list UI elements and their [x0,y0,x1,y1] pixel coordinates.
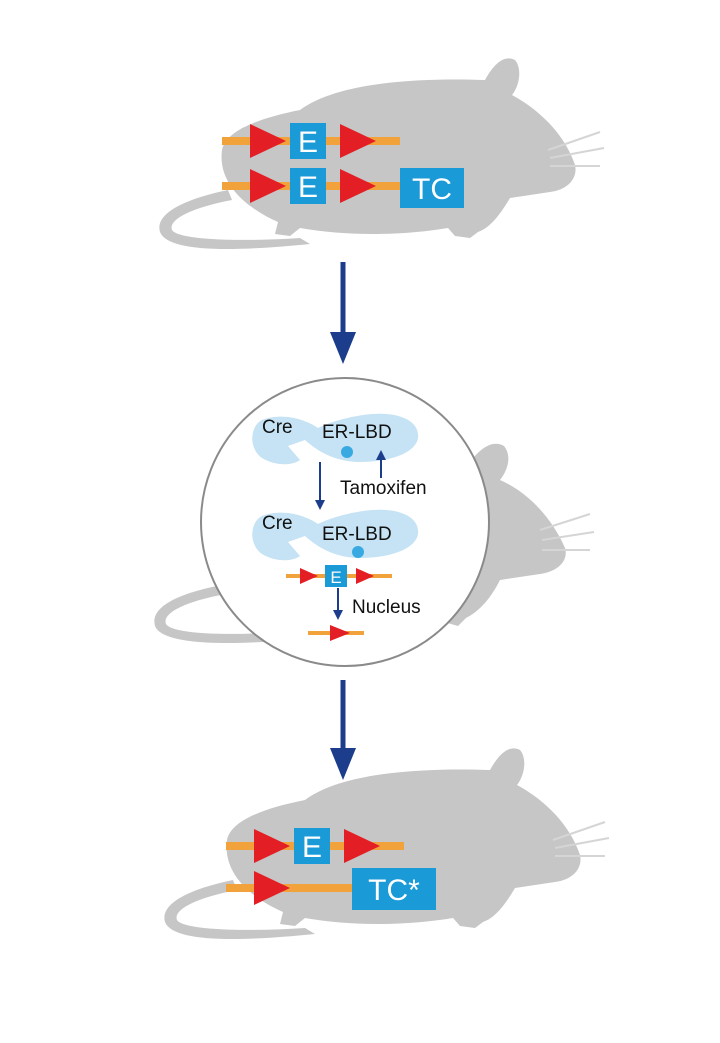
cell-circle: Cre ER-LBD Tamoxifen Cre ER-LBD E [200,377,490,667]
loxp-site [254,829,290,863]
tc-box [400,168,464,208]
loxp-site [340,124,376,158]
exon-box [325,565,347,587]
exon-box [294,828,330,864]
loxp-site [250,169,286,203]
tc-mutant-label: TC* [368,874,420,907]
tamoxifen-label: Tamoxifen [340,478,427,499]
mouse-bottom [164,748,610,939]
cre-label: Cre [262,513,293,534]
exon-label: E [298,126,318,159]
exon-box [290,168,326,204]
loxp-site [344,829,380,863]
er-lbd-label: ER-LBD [322,422,392,443]
exon-label: E [330,568,341,587]
er-lbd-label: ER-LBD [322,524,392,545]
cre-label: Cre [262,417,293,438]
exon-box [290,123,326,159]
loxp-site [356,568,374,584]
arrow-down-1 [330,262,356,364]
arrow-down-2 [330,680,356,780]
loxp-site [254,871,290,905]
activation-arrow [315,462,325,510]
top-construct: E E TC [222,123,464,208]
loxp-site [250,124,286,158]
exon-label: E [298,171,318,204]
exon-label: E [302,831,322,864]
recombination-arrow [333,588,343,620]
nucleus-label: Nucleus [352,597,421,618]
tamoxifen-bound [352,546,364,558]
tc-label: TC [412,173,452,206]
tc-mutant-box [352,868,436,910]
bottom-construct: E TC* [226,828,436,910]
loxp-site [300,568,318,584]
loxp-site [330,625,350,641]
mouse-top [159,58,605,249]
tamoxifen-arrow [376,450,386,478]
ligand-pocket [341,446,353,458]
loxp-site [340,169,376,203]
inner-construct-recombined [308,625,364,641]
inner-construct-floxed: E [286,565,392,587]
cre-erlbd-inactive: Cre ER-LBD [252,413,419,465]
cre-erlbd-active: Cre ER-LBD [252,509,419,561]
